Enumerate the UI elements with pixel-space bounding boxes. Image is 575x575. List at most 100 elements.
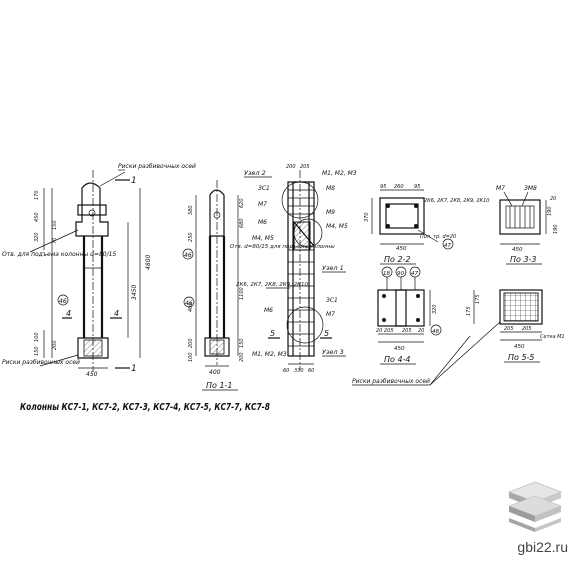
s55-label: Сетка М1 [540,334,565,340]
s44-dim-side: 320 [432,304,438,314]
s33-label-m7: М7 [496,185,505,192]
column-side-view: 46 46 Отв. d=80/15 для подъема колонны 5… [182,180,335,391]
svg-text:ЗС1: ЗС1 [258,185,270,192]
callout-46-side-mid: 46 [185,300,193,307]
svg-text:95: 95 [380,184,386,190]
section-3-3: М7 ЗМ8 190 190 20 450 По 3-3 [496,185,559,265]
caption-1-1: По 1-1 [206,381,233,390]
dim-bottom-left: 450 [86,371,98,378]
s55-dim-total: 450 [514,344,525,350]
svg-text:Риски разбивочных осей: Риски разбивочных осей [352,378,430,385]
svg-text:М8: М8 [326,185,335,192]
svg-text:М4, М5: М4, М5 [252,235,274,242]
dim-total: 4800 [145,255,152,270]
svg-text:205: 205 [300,164,310,170]
s33-dim-bottom: 450 [512,247,523,253]
mesh-bottom: М1, М2, М3 [252,351,287,358]
node-3: Узел 3 [322,348,344,356]
svg-text:620: 620 [239,198,245,208]
s22-hole: Пол. тр. d=20 [420,234,456,240]
svg-text:60: 60 [308,368,314,374]
section-mark-1b: 1 [131,364,137,374]
svg-text:200: 200 [286,164,296,170]
sec-mark-5a: 5 [270,329,275,338]
svg-text:680: 680 [239,218,245,228]
svg-text:М6: М6 [264,307,273,314]
svg-text:47: 47 [411,271,418,277]
caption-4-4: По 4-4 [384,355,411,364]
svg-text:175: 175 [466,306,472,316]
svg-text:20: 20 [418,328,424,334]
left-dim-column: 170 450 320 150 70 100 150 200 [34,190,58,356]
svg-text:580: 580 [188,205,194,215]
bars-note: 2К6, 2К7, 2К8, 2К9, 2К10 [236,282,309,288]
hole-note-left: Отв. для подъема колонны d=80/15 [2,251,116,258]
svg-text:90: 90 [397,271,404,277]
section-mark-4a: 4 [66,309,71,318]
svg-text:95: 95 [414,184,420,190]
svg-text:205: 205 [402,328,412,334]
svg-text:20: 20 [376,328,382,334]
caption-3-3: По 3-3 [510,255,537,264]
svg-text:М7: М7 [258,201,267,208]
svg-text:М9: М9 [326,209,335,216]
svg-text:190: 190 [547,206,553,216]
column-front-view: 46 Риски разбивочных осей Отв. для подъе… [2,163,196,378]
svg-text:18: 18 [383,271,390,277]
svg-text:170: 170 [34,190,40,200]
risk-note-sections: Риски разбивочных осей [352,321,501,386]
svg-text:60: 60 [283,368,289,374]
svg-text:205: 205 [522,326,532,332]
section-mark-1a: 1 [131,176,137,186]
svg-text:М6: М6 [258,219,267,226]
section-mark-4b: 4 [114,309,119,318]
node-1: Узел 1 [322,264,344,272]
svg-text:200: 200 [188,338,194,348]
rebar-right-labels: М8 М9 М4, М5 М6 М7 [264,185,348,318]
svg-text:70: 70 [52,238,58,244]
svg-text:200: 200 [52,340,58,350]
caption-5-5: По 5-5 [508,353,535,362]
hole-note-side: Отв. d=80/15 для подъема колонны [230,244,335,250]
svg-text:320: 320 [34,232,40,242]
side-dim-bottom: 400 [209,369,221,376]
svg-text:205: 205 [504,326,514,332]
s33-label-zm8: ЗМ8 [524,185,537,192]
svg-text:205: 205 [384,328,394,334]
svg-text:190: 190 [553,224,559,234]
svg-text:ЗС1: ЗС1 [326,297,338,304]
svg-text:330: 330 [294,368,304,374]
s22-dim-bottom: 450 [396,246,407,252]
svg-text:100: 100 [34,332,40,342]
svg-text:М7: М7 [326,311,335,318]
svg-text:200: 200 [239,352,245,362]
svg-text:20: 20 [550,196,556,202]
drawing-title: Колонны КС7-1, КС7-2, КС7-3, КС7-4, КС7-… [20,402,270,413]
svg-text:175: 175 [475,294,481,304]
svg-text:1100: 1100 [239,287,245,300]
callout-46-left: 46 [59,298,67,305]
s44-dim-total: 450 [394,346,405,352]
svg-text:150: 150 [52,220,58,230]
svg-text:150: 150 [34,346,40,356]
svg-text:400: 400 [188,302,194,312]
section-2-2: 47 95 260 95 450 370 2К6, 2К7, 2К8, 2К9,… [364,184,489,265]
svg-text:100: 100 [188,352,194,362]
section-4-4: 18 90 47 48 320 20 205 205 20 450 По 4-4 [376,266,442,365]
caption-2-2: По 2-2 [384,255,411,264]
mesh-top: М1, М2, М3 [322,170,357,177]
svg-text:260: 260 [394,184,404,190]
dim-mid: 3450 [131,285,138,300]
stacked-slabs-logo-icon [507,481,563,532]
callout-46-side-top: 46 [184,252,192,259]
sec-mark-5b: 5 [324,329,329,338]
rebar-cage-view: 5 5 Узел 2 Узел 1 Узел 3 М1, М2, М3 М1, … [236,164,357,374]
svg-text:М4, М5: М4, М5 [326,223,348,230]
section-5-5: 175 175 205 205 450 Сетка М1 По 5-5 [466,289,565,363]
rebar-left-labels: ЗС1 М7 М6 М4, М5 ЗС1 [252,185,338,304]
svg-text:450: 450 [34,212,40,222]
s22-bars: 2К6, 2К7, 2К8, 2К9, 2К10 [424,198,489,204]
s22-callout: 47 [444,243,451,249]
svg-text:250: 250 [188,232,194,242]
